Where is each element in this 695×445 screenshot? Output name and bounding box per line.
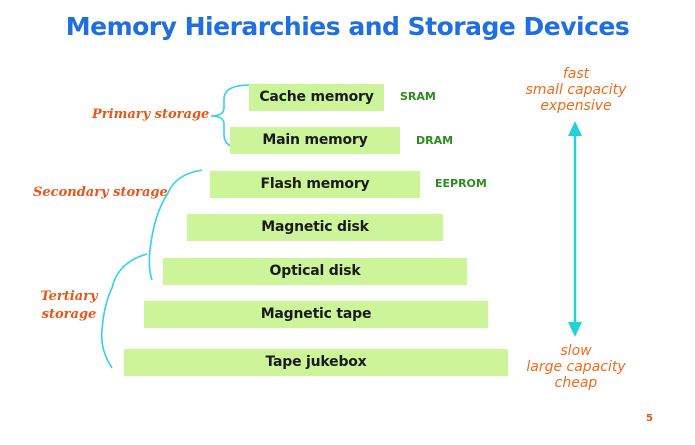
- bottom-note: slow large capacity cheap: [506, 343, 646, 391]
- level-bar-magnetic-disk: Magnetic disk: [187, 214, 443, 241]
- speed-arrow-down-head: [568, 322, 582, 337]
- category-tertiary-storage: Tertiary storage: [34, 288, 104, 324]
- level-bar-flash-memory: Flash memory: [210, 171, 420, 198]
- tech-label-sram: SRAM: [400, 90, 436, 103]
- category-tertiary-line1: Tertiary: [40, 289, 98, 304]
- category-secondary-storage: Secondary storage: [33, 185, 168, 200]
- level-bar-magnetic-tape: Magnetic tape: [144, 301, 488, 328]
- secondary-brace: [148, 169, 203, 281]
- bottom-note-line2: large capacity: [526, 359, 626, 375]
- primary-brace: [210, 84, 251, 150]
- category-primary-storage: Primary storage: [92, 107, 210, 122]
- level-bar-tape-jukebox: Tape jukebox: [124, 349, 508, 376]
- page-title: Memory Hierarchies and Storage Devices: [65, 12, 630, 41]
- tech-label-dram: DRAM: [416, 134, 454, 147]
- level-bar-cache-memory: Cache memory: [249, 84, 384, 111]
- category-tertiary-line2: storage: [41, 307, 97, 322]
- page-number: 5: [646, 413, 653, 424]
- bottom-note-line3: cheap: [554, 375, 598, 391]
- top-note: fast small capacity expensive: [506, 66, 646, 114]
- level-bar-main-memory: Main memory: [230, 127, 400, 154]
- top-note-line2: small capacity: [525, 82, 627, 98]
- top-note-line3: expensive: [540, 98, 612, 114]
- top-note-line1: fast: [562, 66, 590, 82]
- speed-arrow-up-head: [568, 121, 582, 136]
- bottom-note-line1: slow: [560, 343, 592, 359]
- tech-label-eeprom: EEPROM: [435, 177, 487, 190]
- tertiary-brace: [100, 253, 148, 369]
- level-bar-optical-disk: Optical disk: [163, 258, 467, 285]
